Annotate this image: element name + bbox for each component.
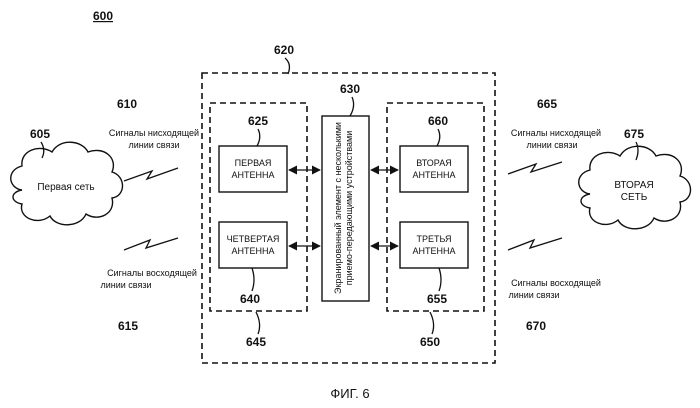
right-antenna-group — [387, 103, 484, 311]
third-antenna-box — [400, 222, 468, 268]
central-element-label-line1: Экранированный элемент с несколькими — [333, 122, 343, 294]
third-antenna-leader — [439, 268, 441, 291]
right-uplink-ref: 670 — [526, 319, 546, 333]
central-element-leader — [350, 97, 354, 116]
third-antenna-line1: ТРЕТЬЯ — [416, 234, 451, 244]
second-antenna-box — [400, 146, 468, 192]
first-antenna-line2: АНТЕННА — [231, 170, 274, 180]
third-antenna-line2: АНТЕННА — [412, 246, 455, 256]
left-downlink-lightning — [124, 168, 178, 181]
central-element-label-line2: приемо-передающими устройствами — [344, 131, 354, 286]
second-antenna-ref: 660 — [428, 114, 448, 128]
right-downlink-lightning — [508, 162, 562, 174]
central-element-ref: 630 — [340, 82, 360, 96]
second-antenna-line2: АНТЕННА — [412, 170, 455, 180]
left-downlink-line2: линии связи — [128, 140, 179, 150]
fourth-antenna-box — [219, 222, 287, 268]
second-antenna-leader — [437, 129, 440, 146]
first-network-label: Первая сеть — [37, 182, 94, 193]
right-uplink-line2: линии связи — [508, 290, 559, 300]
left-uplink-ref: 615 — [118, 319, 138, 333]
right-downlink-ref: 665 — [537, 97, 557, 111]
figure-caption: ФИГ. 6 — [330, 386, 369, 401]
left-group-leader — [256, 312, 260, 334]
fourth-antenna-line2: АНТЕННА — [231, 246, 274, 256]
left-uplink-line1: Сигналы восходящей — [107, 268, 197, 278]
outer-box-ref: 620 — [274, 43, 294, 57]
second-network-ref: 675 — [624, 127, 644, 141]
right-group-leader — [430, 312, 434, 334]
outer-box-leader — [285, 58, 289, 74]
first-antenna-line1: ПЕРВАЯ — [235, 158, 272, 168]
left-downlink-ref: 610 — [117, 97, 137, 111]
right-downlink-line1: Сигналы нисходящей — [511, 128, 601, 138]
right-uplink-lightning — [508, 238, 562, 250]
first-antenna-box — [219, 146, 287, 192]
right-group-ref: 650 — [420, 335, 440, 349]
second-network-line2: СЕТЬ — [621, 192, 648, 203]
figure-number: 600 — [93, 9, 113, 23]
right-downlink-line2: линии связи — [526, 140, 577, 150]
fourth-antenna-leader — [252, 268, 254, 291]
first-antenna-ref: 625 — [248, 114, 268, 128]
second-antenna-line1: ВТОРАЯ — [416, 158, 451, 168]
fourth-antenna-line1: ЧЕТВЕРТАЯ — [227, 234, 280, 244]
left-antenna-group — [210, 103, 307, 311]
left-uplink-lightning — [124, 238, 178, 250]
second-network-line1: ВТОРАЯ — [614, 180, 653, 191]
right-uplink-line1: Сигналы восходящей — [511, 278, 601, 288]
first-antenna-leader — [257, 129, 260, 146]
left-uplink-line2: линии связи — [100, 280, 151, 290]
left-group-ref: 645 — [246, 335, 266, 349]
left-downlink-line1: Сигналы нисходящей — [109, 128, 199, 138]
third-antenna-ref: 655 — [427, 292, 447, 306]
fourth-antenna-ref: 640 — [240, 292, 260, 306]
first-network-ref: 605 — [30, 127, 50, 141]
